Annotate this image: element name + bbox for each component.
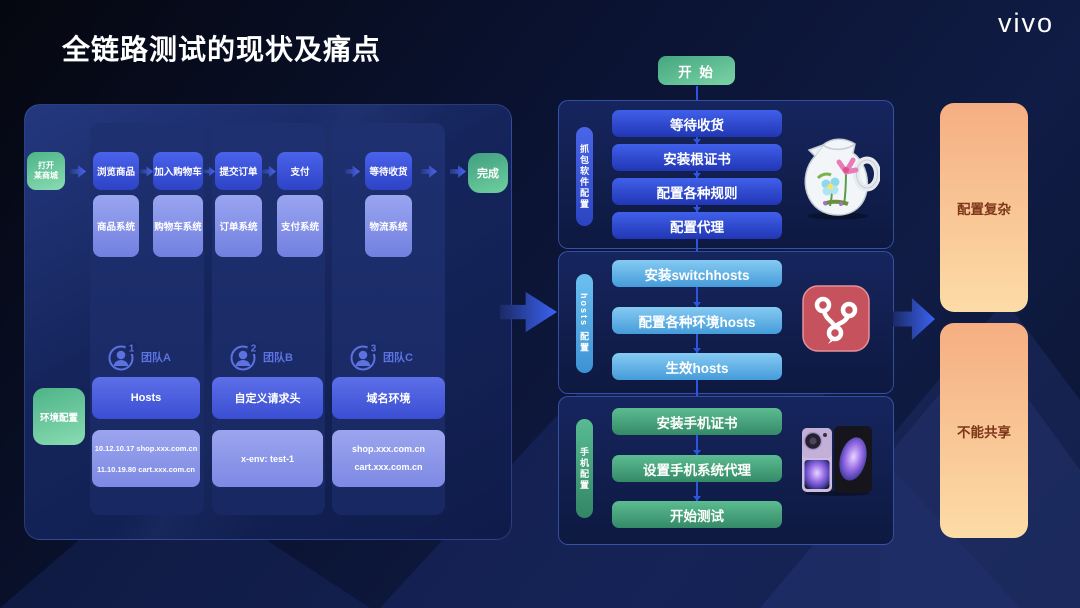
hosts-line2: 11.10.19.80 cart.xxx.com.cn [97, 464, 195, 474]
capture-step-4: 配置代理 [612, 212, 782, 239]
arrow-down-connector [693, 334, 701, 353]
arrow-down-connector [696, 239, 698, 261]
phone-step-1: 安装手机证书 [612, 408, 782, 435]
system-payment: 支付系统 [277, 195, 323, 257]
team-c-domain-detail: shop.xxx.com.cn cart.xxx.com.cn [332, 430, 445, 487]
vivo-logo: vivo [997, 8, 1054, 38]
team-c-config: 域名环境 [332, 377, 445, 419]
person-icon: 2 [230, 342, 260, 371]
switchhosts-git-branch-icon [802, 285, 870, 352]
flip-phone-icon [802, 426, 872, 496]
entry-node: 打开 某商城 [27, 152, 65, 190]
team-b-header-detail: x-env: test-1 [212, 430, 323, 487]
team-b-config: 自定义请求头 [212, 377, 323, 419]
team-b: 2 团队B [230, 342, 293, 372]
page-title: 全链路测试的现状及痛点 [62, 34, 382, 65]
team-number: 2 [251, 344, 257, 355]
system-cart: 购物车系统 [153, 195, 203, 257]
capture-step-3: 配置各种规则 [612, 178, 782, 205]
arrow-right-icon [70, 165, 86, 178]
flow-step-addcart: 加入购物车 [153, 152, 203, 190]
person-icon: 3 [350, 342, 380, 371]
arrow-down-connector [693, 482, 701, 501]
flow-step-pay: 支付 [277, 152, 323, 190]
entry-line1: 打开 [38, 160, 54, 170]
arrow-down-connector [693, 171, 701, 178]
flower-decal [816, 157, 859, 207]
flow-step-receive: 等待收货 [365, 152, 412, 190]
arrow-down-connector [693, 137, 701, 144]
team-a: 1 团队A [108, 342, 171, 372]
capture-step-2: 安装根证书 [612, 144, 782, 171]
hosts-step-1: 安装switchhosts [612, 260, 782, 287]
capture-config-label: 抓包软件配置 [576, 127, 593, 226]
hosts-line1: 10.12.10.17 shop.xxx.com.cn [94, 443, 198, 453]
domain-line2: cart.xxx.com.cn [354, 461, 423, 472]
flow-step-browse: 浏览商品 [93, 152, 139, 190]
env-config-label: 环境配置 [33, 388, 85, 445]
hosts-step-2: 配置各种环境hosts [612, 307, 782, 334]
system-order: 订单系统 [215, 195, 262, 257]
arrow-down-connector [693, 287, 701, 307]
arrow-right-icon [140, 166, 153, 177]
arrow-right-icon [345, 165, 360, 178]
arrow-down-connector [693, 205, 701, 212]
team-number: 1 [129, 344, 135, 355]
team-c: 3 团队C [350, 342, 413, 372]
person-icon: 1 [108, 342, 138, 371]
team-number: 3 [371, 344, 377, 355]
arrow-right-icon [893, 298, 935, 340]
pain-point-config-complex: 配置复杂 [940, 103, 1028, 312]
phone-step-2: 设置手机系统代理 [612, 455, 782, 482]
arrow-right-icon [203, 166, 215, 177]
phone-step-3: 开始测试 [612, 501, 782, 528]
team-name: 团队A [141, 352, 171, 364]
hosts-step-3: 生效hosts [612, 353, 782, 380]
system-logistics: 物流系统 [365, 195, 412, 257]
whistle-jug-icon [804, 138, 880, 220]
domain-line1: shop.xxx.com.cn [351, 444, 426, 455]
pain-point-cannot-share: 不能共享 [940, 323, 1028, 538]
xenv-line: x-env: test-1 [240, 453, 294, 464]
team-a-hosts-detail: 10.12.10.17 shop.xxx.com.cn 11.10.19.80 … [92, 430, 200, 487]
arrow-right-icon [500, 291, 557, 333]
team-name: 团队C [383, 352, 413, 364]
start-node: 开 始 [658, 56, 735, 85]
flow-step-order: 提交订单 [215, 152, 262, 190]
system-goods: 商品系统 [93, 195, 139, 257]
arrow-down-connector [696, 380, 698, 408]
done-node: 完成 [468, 153, 508, 193]
phone-config-label: 手机配置 [576, 419, 593, 518]
arrow-right-icon [421, 165, 437, 178]
capture-step-1: 等待收货 [612, 110, 782, 137]
hosts-config-label: hosts 配置 [576, 274, 593, 373]
arrow-right-icon [262, 165, 276, 178]
entry-line2: 某商城 [34, 171, 58, 180]
team-a-config: Hosts [92, 377, 200, 419]
arrow-down-connector [693, 435, 701, 455]
arrow-right-icon [450, 165, 466, 178]
team-name: 团队B [263, 352, 293, 364]
